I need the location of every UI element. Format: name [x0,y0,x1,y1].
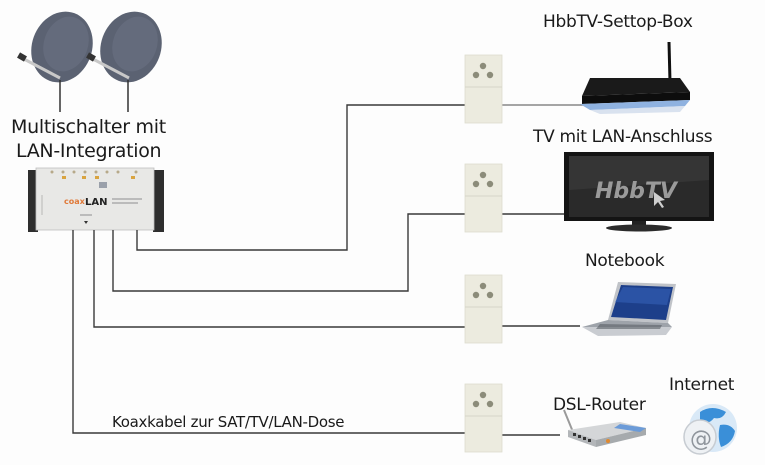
multiswitch-label-line1: Multischalter mit [11,116,166,138]
settop-box-label: HbbTV-Settop-Box [543,12,693,32]
wall-socket-1 [464,54,503,124]
tv-label: TV mit LAN-Anschluss [533,127,713,147]
internet-globe-icon: @ [683,404,737,455]
cable-settop-box [136,104,465,251]
svg-text:@: @ [690,427,712,452]
internet-label: Internet [669,375,735,395]
multiswitch-label-line2: LAN-Integration [16,140,162,162]
cable-tv [112,213,465,292]
coax-cable-label: Koaxkabel zur SAT/TV/LAN-Dose [112,413,345,431]
satellite-dish-2 [86,11,162,112]
wall-socket-2 [464,163,503,233]
multiswitch-brand-suffix: LAN [85,197,107,208]
notebook-icon [582,282,676,336]
router-label: DSL-Router [553,395,646,415]
wall-socket-3 [464,274,503,344]
cables [72,104,585,436]
multiswitch-brand-prefix: coax [64,197,86,206]
satellite-dish-1 [17,11,93,112]
notebook-label: Notebook [585,251,665,271]
tv-icon: HbbTV [564,152,714,232]
wall-socket-4 [464,383,503,453]
router-icon [563,409,646,447]
multiswitch-device: coax LAN [28,167,164,232]
tv-screen-text: HbbTV [595,179,679,204]
cable-router [72,230,465,434]
settop-box-icon [580,41,690,114]
cable-notebook [93,230,465,328]
